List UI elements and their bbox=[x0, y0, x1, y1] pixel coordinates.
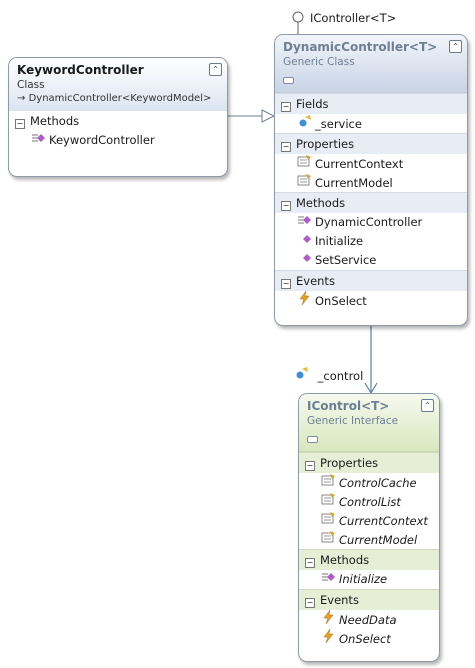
interface-kind: Generic Interface bbox=[307, 415, 399, 427]
arrow-icon: → bbox=[17, 93, 26, 104]
member-item[interactable]: DynamicController bbox=[275, 213, 467, 232]
association-name: _control bbox=[317, 369, 364, 383]
property-icon bbox=[321, 492, 339, 512]
collapse-icon[interactable]: − bbox=[305, 461, 315, 471]
method-icon bbox=[297, 213, 315, 232]
section-header[interactable]: −Properties bbox=[299, 452, 439, 473]
collapse-icon[interactable]: − bbox=[15, 119, 25, 129]
methods-section: −Methods Initialize bbox=[299, 549, 439, 589]
section-header[interactable]: −Events bbox=[275, 270, 467, 291]
property-icon bbox=[321, 530, 339, 550]
inheritance-arrowhead bbox=[261, 109, 276, 123]
class-header: DynamicController<T> Generic Class ⌃ bbox=[275, 35, 467, 93]
properties-section: −Properties CurrentContext CurrentModel bbox=[275, 133, 467, 192]
event-icon bbox=[321, 609, 339, 630]
member-item[interactable]: CurrentContext bbox=[299, 511, 439, 530]
dynamic-controller-box[interactable]: DynamicController<T> Generic Class ⌃ −Fi… bbox=[274, 34, 468, 326]
class-shape-icon bbox=[283, 69, 443, 88]
property-icon bbox=[297, 173, 315, 193]
method-icon bbox=[297, 232, 315, 251]
inheritance-text: → DynamicController<KeywordModel> bbox=[17, 93, 212, 104]
section-header[interactable]: −Events bbox=[299, 589, 439, 610]
icontrol-box[interactable]: IControl<T> Generic Interface ⌃ −Propert… bbox=[298, 393, 440, 662]
member-item[interactable]: CurrentContext bbox=[275, 154, 467, 173]
collapse-icon[interactable]: − bbox=[281, 142, 291, 152]
field-icon bbox=[294, 367, 314, 383]
member-item[interactable]: ControlList bbox=[299, 492, 439, 511]
member-item[interactable]: ControlCache bbox=[299, 473, 439, 492]
collapse-icon[interactable]: − bbox=[281, 102, 291, 112]
collapse-icon[interactable]: − bbox=[305, 558, 315, 568]
class-kind: Generic Class bbox=[283, 56, 355, 68]
section-header[interactable]: −Methods bbox=[299, 549, 439, 570]
member-item[interactable]: OnSelect bbox=[299, 628, 439, 649]
section-header[interactable]: −Methods bbox=[9, 110, 227, 131]
event-icon bbox=[297, 290, 315, 311]
collapse-icon[interactable]: − bbox=[305, 598, 315, 608]
field-icon bbox=[297, 114, 315, 134]
collapse-toggle-icon[interactable]: ⌃ bbox=[209, 63, 222, 76]
class-header: KeywordController Class → DynamicControl… bbox=[9, 58, 227, 110]
member-item[interactable]: OnSelect bbox=[275, 290, 467, 311]
section-header[interactable]: −Methods bbox=[275, 192, 467, 213]
section-header[interactable]: −Fields bbox=[275, 93, 467, 114]
lollipop-circle bbox=[292, 11, 304, 23]
member-item[interactable]: _service bbox=[275, 114, 467, 133]
events-section: −Events OnSelect bbox=[275, 270, 467, 310]
method-icon bbox=[31, 131, 49, 150]
member-item[interactable]: SetService bbox=[275, 251, 467, 270]
method-icon bbox=[297, 251, 315, 270]
member-item[interactable]: Initialize bbox=[299, 570, 439, 589]
interface-name: IControl<T> bbox=[307, 399, 390, 413]
method-icon bbox=[321, 570, 339, 589]
member-item[interactable]: Initialize bbox=[275, 232, 467, 251]
member-item[interactable]: CurrentModel bbox=[299, 530, 439, 549]
class-name: DynamicController<T> bbox=[283, 40, 438, 54]
event-icon bbox=[321, 628, 339, 649]
member-item[interactable]: KeywordController bbox=[9, 131, 227, 150]
section-header[interactable]: −Properties bbox=[275, 133, 467, 154]
events-section: −Events NeedData OnSelect bbox=[299, 589, 439, 648]
property-icon bbox=[321, 473, 339, 493]
keyword-controller-box[interactable]: KeywordController Class → DynamicControl… bbox=[8, 57, 228, 177]
collapse-toggle-icon[interactable]: ⌃ bbox=[421, 399, 434, 412]
class-kind: Class bbox=[17, 79, 45, 91]
properties-section: −Properties ControlCache ControlList Cur… bbox=[299, 452, 439, 549]
collapse-icon[interactable]: − bbox=[281, 201, 291, 211]
class-name: KeywordController bbox=[17, 63, 144, 77]
member-item[interactable]: CurrentModel bbox=[275, 173, 467, 192]
fields-section: −Fields _service bbox=[275, 93, 467, 133]
collapse-toggle-icon[interactable]: ⌃ bbox=[449, 40, 462, 53]
interface-header: IControl<T> Generic Interface ⌃ bbox=[299, 394, 439, 452]
property-icon bbox=[321, 511, 339, 531]
lollipop-label: IController<T> bbox=[310, 11, 397, 25]
methods-section: −Methods DynamicController Initialize Se… bbox=[275, 192, 467, 270]
interface-shape-icon bbox=[307, 428, 415, 447]
methods-section: −Methods KeywordController bbox=[9, 110, 227, 150]
collapse-icon[interactable]: − bbox=[281, 279, 291, 289]
property-icon bbox=[297, 154, 315, 174]
member-item[interactable]: NeedData bbox=[299, 609, 439, 630]
association-label: _control bbox=[294, 366, 363, 383]
